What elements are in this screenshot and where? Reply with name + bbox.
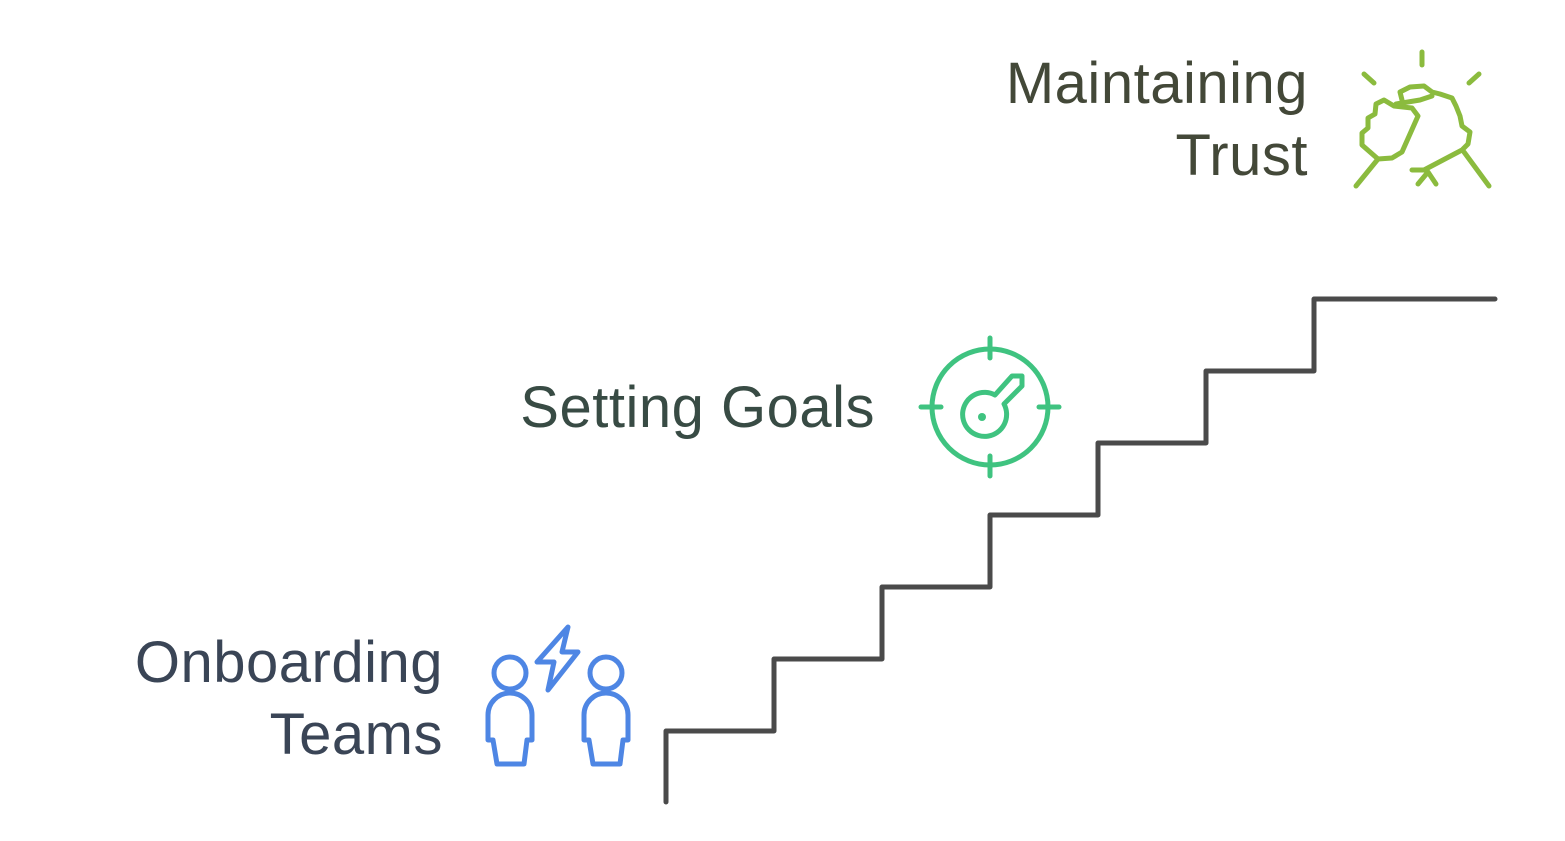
step-label-line: Maintaining [1005,51,1308,116]
staircase-line [663,296,1498,805]
step-label-setting-goals: Setting Goals [520,372,875,444]
step-label-onboarding-teams: Onboarding Teams [135,627,443,771]
step-label-maintaining-trust: Maintaining Trust [1006,48,1308,192]
handshake-icon [1353,49,1492,189]
target-key-icon [918,335,1062,479]
step-label-line: Onboarding [134,630,443,695]
people-conflict-icon [485,624,631,767]
step-label-line: Trust [1175,123,1308,188]
step-label-line: Teams [269,702,443,767]
step-label-line: Setting Goals [520,375,875,440]
